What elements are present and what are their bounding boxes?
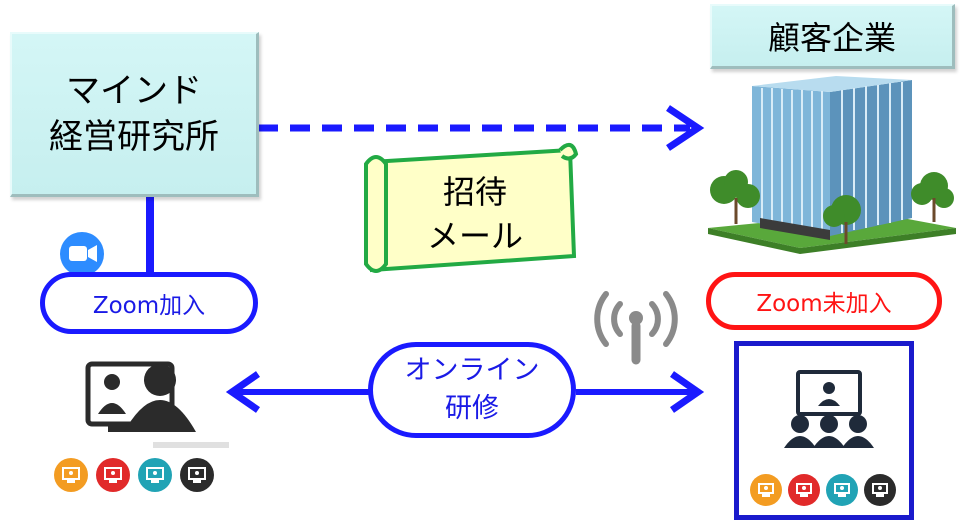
training-arrowhead-right xyxy=(670,371,705,413)
participant-icons-left xyxy=(54,458,214,492)
zoom-not-joined-label: Zoom未加入 xyxy=(756,291,892,317)
zoom-joined-label: Zoom加入 xyxy=(92,293,206,319)
online-training-pill: オンライン 研修 xyxy=(368,342,576,438)
participant-screen-icon xyxy=(788,474,820,506)
participant-screen-icon xyxy=(180,458,214,492)
online-line2: 研修 xyxy=(445,393,499,424)
invite-mail-label: 招待 メール xyxy=(380,168,570,260)
client-company-box: 顧客企業 xyxy=(710,4,955,69)
office-building-icon xyxy=(708,76,956,254)
image-watermark-strip xyxy=(153,442,229,448)
participant-screen-icon xyxy=(750,474,782,506)
presentation-audience-icon xyxy=(784,370,874,448)
wireless-signal-icon xyxy=(594,291,678,365)
training-arrowhead-left xyxy=(225,371,260,413)
participant-screen-icon xyxy=(54,458,88,492)
zoom-camera-icon xyxy=(60,232,104,276)
participant-screen-icon xyxy=(138,458,172,492)
zoom-joined-pill: Zoom加入 xyxy=(40,272,258,334)
zoom-not-joined-pill: Zoom未加入 xyxy=(706,272,942,330)
participant-screen-icon xyxy=(864,474,896,506)
mind-line1: マインド xyxy=(66,71,202,111)
client-label: 顧客企業 xyxy=(767,19,896,57)
invite-scroll xyxy=(364,142,579,273)
classroom-frame xyxy=(734,341,914,520)
mind-line2: 経営研究所 xyxy=(49,117,219,157)
online-line1: オンライン xyxy=(404,355,540,386)
participant-screen-icon xyxy=(826,474,858,506)
invite-line1: 招待 xyxy=(442,173,507,211)
mind-management-institute-box: マインド 経営研究所 xyxy=(10,32,259,197)
invite-arrowhead xyxy=(666,105,705,151)
participant-screen-icon xyxy=(96,458,130,492)
remote-teacher-icon xyxy=(85,361,196,432)
invite-line2: メール xyxy=(426,217,523,255)
participant-icons-right xyxy=(750,474,896,506)
